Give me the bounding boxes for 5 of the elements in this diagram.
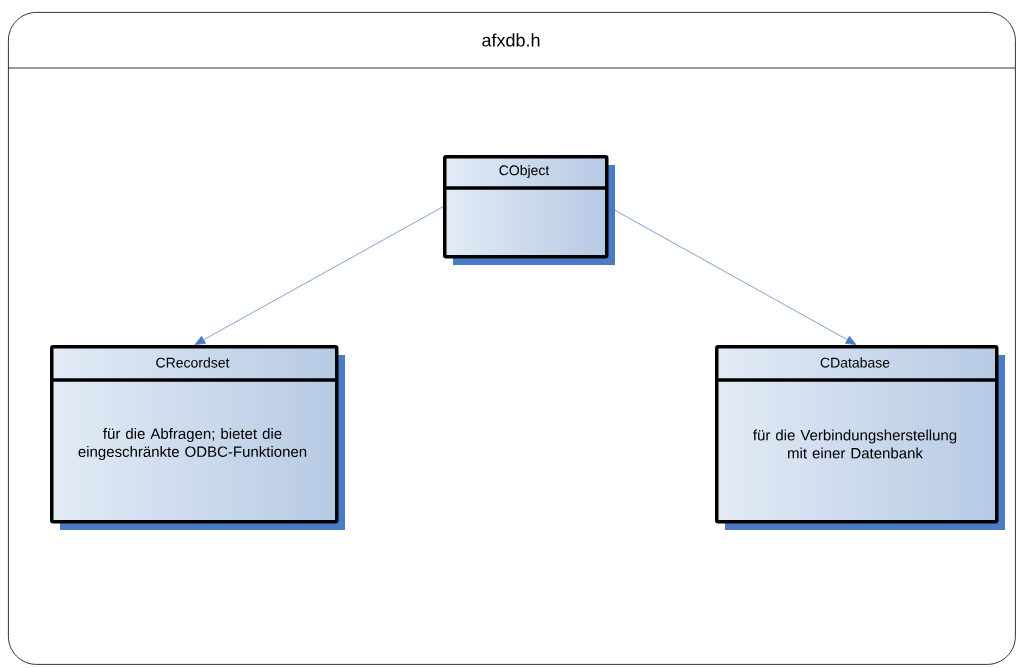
arrow bbox=[194, 206, 444, 345]
arrow bbox=[608, 206, 857, 345]
class-box: CObject bbox=[443, 155, 615, 265]
class-box: CDatabase für die Verbindungsherstellung mit einer Datenbank bbox=[715, 345, 1005, 530]
class-box: CRecordset für die Abfragen; bietet die eingeschränkte ODBC-Funktionen bbox=[50, 345, 345, 530]
